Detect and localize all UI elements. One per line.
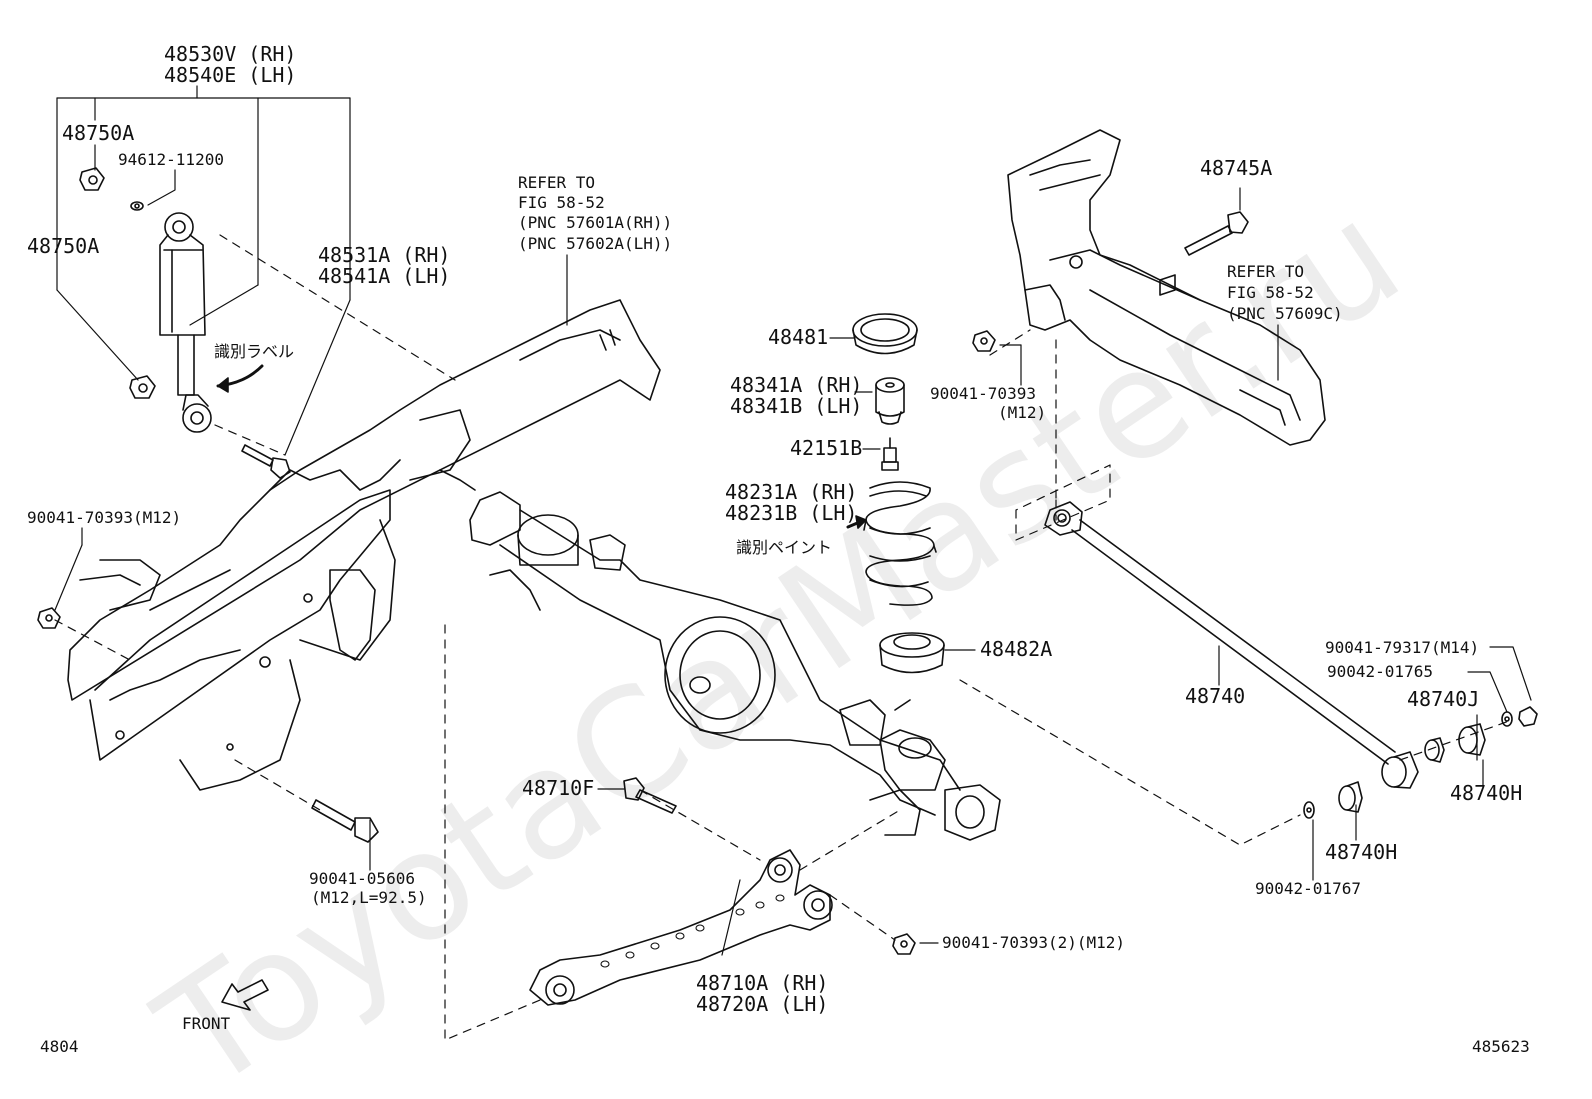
control-arm-rh-label: 48710A (RH): [696, 971, 829, 995]
lower-nut-label: 48750A: [27, 234, 100, 258]
arm-bolt-label: 48710F: [522, 776, 595, 800]
washer-label: 94612-11200: [118, 150, 224, 169]
bump-stopper-lh-label: 48341B (LH): [730, 394, 863, 418]
rod-washer-label: 90042-01765: [1327, 662, 1433, 681]
front-arrow: [221, 979, 269, 1011]
shock-bolt-lh-label: 48541A (LH): [318, 264, 451, 288]
refer-frame-line1: REFER TO: [518, 173, 596, 192]
lateral-rod-assembly: [1044, 501, 1538, 819]
spring-stack: [846, 313, 945, 674]
arm-nut-label: 90041-70393(2)(M12): [942, 933, 1126, 952]
shock-absorber-rh-label: 48530V (RH): [164, 42, 297, 66]
lower-bolt-spec: (M12,L=92.5): [311, 888, 427, 907]
coil-spring-rh-label: 48231A (RH): [725, 480, 858, 504]
chassis-frame: [37, 299, 661, 843]
lateral-rod-label: 48740: [1185, 684, 1246, 708]
figure-code-left: 4804: [40, 1037, 79, 1056]
refer-bracket-line3: (PNC 57609C): [1227, 304, 1343, 323]
refer-frame-line3: (PNC 57601A(RH)): [518, 213, 673, 232]
coil-spring-lh-label: 48231B (LH): [725, 501, 858, 525]
bracket-bolt-label: 48745A: [1200, 156, 1273, 180]
leader-lines: [54, 85, 1532, 956]
refer-frame-line2: FIG 58-52: [518, 193, 605, 212]
bump-stopper-rh-label: 48341A (RH): [730, 373, 863, 397]
rod-nut-label: 90041-79317(M14): [1325, 638, 1480, 657]
figure-code-right: 485623: [1472, 1037, 1530, 1056]
upper-insulator-label: 48481: [768, 325, 829, 349]
lower-control-arm: [529, 777, 916, 1006]
dashed-lines: [54, 234, 1513, 1041]
shock-absorber-lh-label: 48540E (LH): [164, 63, 297, 87]
bump-bolt-label: 42151B: [790, 436, 863, 460]
refer-bracket-line2: FIG 58-52: [1227, 283, 1314, 302]
bushing-j-label: 48740J: [1407, 687, 1480, 711]
frame-nut-label: 90041-70393(M12): [27, 508, 182, 527]
id-label-note: 識別ラベル: [214, 342, 295, 361]
lower-insulator-label: 48482A: [980, 637, 1053, 661]
rear-axle: [469, 491, 1001, 841]
rod-washer2-label: 90042-01767: [1255, 879, 1361, 898]
upper-nut-label: 48750A: [62, 121, 135, 145]
refer-frame-line4: (PNC 57602A(LH)): [518, 234, 673, 253]
lower-bolt-label: 90041-05606: [309, 869, 415, 888]
bracket-nut-label: 90041-70393: [930, 384, 1036, 403]
front-label: FRONT: [182, 1014, 231, 1033]
axle-bracket: [972, 129, 1326, 446]
bushing-h-right-label: 48740H: [1450, 781, 1523, 805]
shock-bolt-rh-label: 48531A (RH): [318, 243, 451, 267]
id-paint-note: 識別ペイント: [736, 538, 833, 557]
bracket-nut-spec: (M12): [998, 403, 1047, 422]
control-arm-lh-label: 48720A (LH): [696, 992, 829, 1016]
refer-bracket-line1: REFER TO: [1227, 262, 1305, 281]
bushing-h-left-label: 48740H: [1325, 840, 1398, 864]
